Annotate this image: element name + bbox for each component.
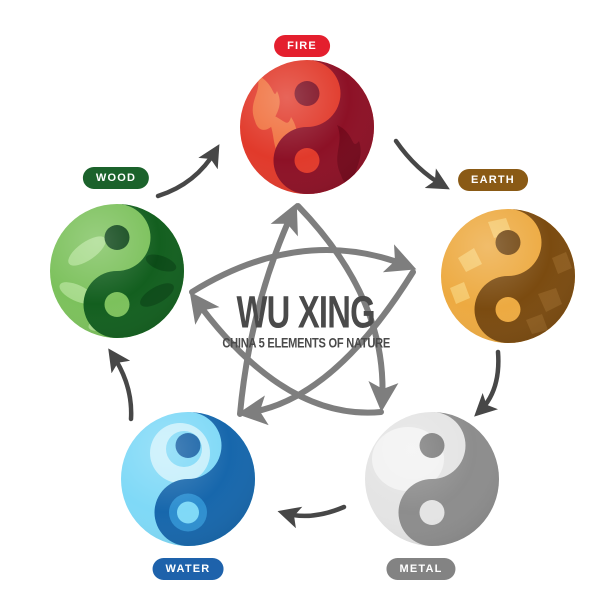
fire-yinyang bbox=[240, 60, 374, 194]
wood-badge: WOOD bbox=[82, 167, 150, 189]
arrow-earth-to-metal bbox=[474, 349, 501, 417]
arrow-fire-to-metal bbox=[295, 203, 399, 412]
diagram-title: WU XING bbox=[236, 286, 376, 338]
arrow-metal-to-wood bbox=[189, 291, 384, 416]
fire-badge: FIRE bbox=[274, 35, 330, 57]
metal-yinyang bbox=[365, 412, 499, 546]
arrow-water-to-fire bbox=[237, 202, 298, 417]
water-yinyang bbox=[121, 412, 255, 546]
generating-cycle-arrows bbox=[108, 138, 501, 529]
earth-badge: EARTH bbox=[458, 169, 528, 191]
arrow-water-to-wood bbox=[108, 348, 134, 422]
arrow-earth-to-water bbox=[237, 269, 416, 426]
arrow-metal-to-water bbox=[277, 504, 347, 529]
diagram-subtitle: CHINA 5 ELEMENTS OF NATURE bbox=[222, 335, 390, 351]
overcoming-cycle-arrows bbox=[189, 202, 417, 426]
water-badge: WATER bbox=[152, 558, 224, 580]
metal-badge: METAL bbox=[386, 558, 456, 580]
arrow-wood-to-earth bbox=[189, 244, 417, 295]
wood-yinyang bbox=[50, 204, 184, 338]
arrow-wood-to-fire bbox=[155, 144, 220, 199]
earth-yinyang bbox=[441, 209, 575, 343]
center-title-block: WU XING CHINA 5 ELEMENTS OF NATURE bbox=[176, 286, 436, 353]
arrow-fire-to-earth bbox=[393, 138, 450, 190]
